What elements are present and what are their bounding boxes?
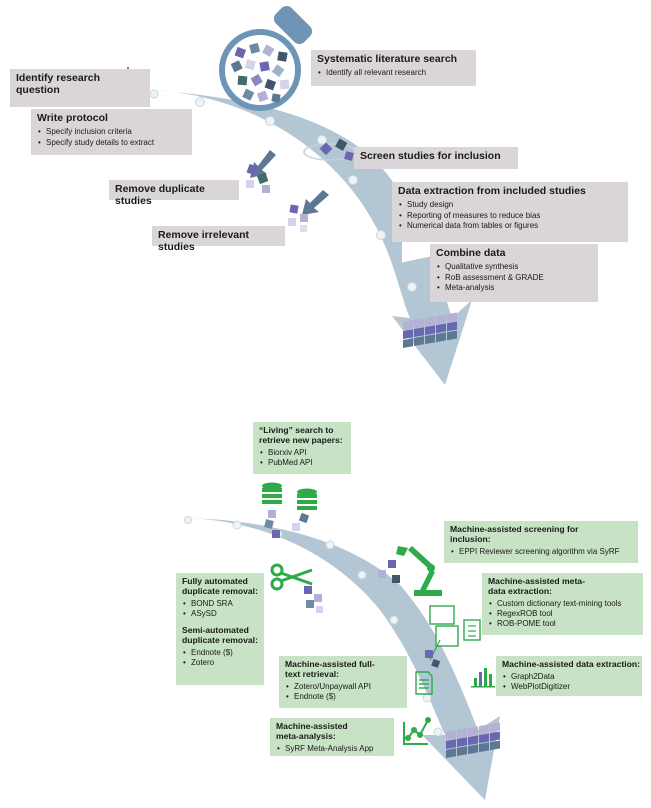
- document-icon: [415, 671, 433, 695]
- machine-screening-box: Machine-assisted screening for inclusion…: [444, 521, 638, 563]
- list-item: Specify study details to extract: [37, 138, 186, 149]
- top-grid-cells: [403, 312, 457, 348]
- list-item: Zotero/Unpaywall API: [285, 682, 401, 692]
- list-item: RegexROB tool: [488, 609, 637, 619]
- metadata-doc-icons: [429, 605, 481, 647]
- literature-search-box: Systematic literature search Identify al…: [311, 50, 476, 86]
- data-extraction-list: Study design Reporting of measures to re…: [398, 200, 622, 232]
- metadata-extraction-title: Machine-assisted meta-data extraction:: [488, 576, 585, 596]
- list-item: SyRF Meta-Analysis App: [276, 744, 388, 754]
- data-extraction-ml-title: Machine-assisted data extraction:: [502, 659, 641, 669]
- remove-irrelevant-title: Remove irrelevant studies: [158, 229, 250, 253]
- dedup-auto-list: BOND SRA ASySD: [182, 599, 258, 619]
- trend-chart-icon: [403, 717, 431, 745]
- machine-screening-list: EPPI Reviewer screening algorithm via Sy…: [450, 547, 632, 557]
- irrelevant-removal-icon: [288, 190, 329, 232]
- list-item: WebPlotDigitizer: [502, 682, 636, 692]
- database-icon: [262, 482, 317, 510]
- data-extraction-title: Data extraction from included studies: [398, 185, 586, 197]
- list-item: ROB-POME tool: [488, 619, 637, 629]
- data-extraction-box: Data extraction from included studies St…: [392, 182, 628, 242]
- magnifier-icon: [219, 5, 313, 111]
- dedup-auto-title: Fully automated duplicate removal:: [182, 576, 258, 596]
- list-item: Qualitative synthesis: [436, 262, 592, 273]
- robotic-arm-icon: [396, 546, 442, 596]
- duplicate-removal-icon: [246, 150, 276, 193]
- list-item: Meta-analysis: [436, 283, 592, 294]
- duplicate-tiles: [304, 586, 323, 613]
- literature-search-list: Identify all relevant research: [317, 68, 470, 79]
- identify-question-box: Identify research question: [10, 69, 150, 107]
- living-search-list: Biorxiv API PubMed API: [259, 448, 345, 468]
- paper-tiles: [230, 42, 290, 103]
- protocol-box: Write protocol Specify inclusion criteri…: [31, 109, 192, 155]
- list-item: Graph2Data: [502, 672, 636, 682]
- data-extraction-ml-list: Graph2Data WebPlotDigitizer: [502, 672, 636, 692]
- list-item: Identify all relevant research: [317, 68, 470, 79]
- list-item: RoB assessment & GRADE: [436, 273, 592, 284]
- identify-question-title: Identify research question: [16, 72, 101, 96]
- combine-data-box: Combine data Qualitative synthesis RoB a…: [430, 244, 598, 302]
- combine-data-list: Qualitative synthesis RoB assessment & G…: [436, 262, 592, 294]
- screening-tiles: [378, 560, 400, 583]
- metadata-extraction-box: Machine-assisted meta-data extraction: C…: [482, 573, 643, 635]
- list-item: Endnote ($): [182, 648, 258, 658]
- top-arrow-nodes: [149, 89, 417, 292]
- fulltext-retrieval-title: Machine-assisted full-text retrieval:: [285, 659, 375, 679]
- protocol-title: Write protocol: [37, 112, 108, 124]
- screen-studies-box: Screen studies for inclusion: [354, 147, 518, 169]
- bottom-workflow-arrow: [185, 518, 500, 800]
- living-search-title: “Living” search to retrieve new papers:: [259, 425, 343, 445]
- list-item: PubMed API: [259, 458, 345, 468]
- meta-analysis-box: Machine-assisted meta-analysis: SyRF Met…: [270, 718, 394, 756]
- metadata-tiles: [425, 650, 441, 668]
- list-item: Study design: [398, 200, 622, 211]
- meta-analysis-list: SyRF Meta-Analysis App: [276, 744, 388, 754]
- list-item: Specify inclusion criteria: [37, 127, 186, 138]
- list-item: BOND SRA: [182, 599, 258, 609]
- fulltext-retrieval-list: Zotero/Unpaywall API Endnote ($): [285, 682, 401, 702]
- list-item: Biorxiv API: [259, 448, 345, 458]
- dedup-box: Fully automated duplicate removal: BOND …: [176, 573, 264, 685]
- metadata-extraction-list: Custom dictionary text-mining tools Rege…: [488, 599, 637, 629]
- scissors-icon: [270, 563, 313, 591]
- list-item: Numerical data from tables or figures: [398, 221, 622, 232]
- list-item: EPPI Reviewer screening algorithm via Sy…: [450, 547, 632, 557]
- fulltext-retrieval-box: Machine-assisted full-text retrieval: Zo…: [279, 656, 407, 708]
- bottom-grid-cells: [446, 722, 500, 758]
- list-item: Reporting of measures to reduce bias: [398, 211, 622, 222]
- dedup-semi-list: Endnote ($) Zotero: [182, 648, 258, 668]
- literature-search-title: Systematic literature search: [317, 53, 458, 65]
- protocol-list: Specify inclusion criteria Specify study…: [37, 127, 186, 148]
- meta-analysis-title: Machine-assisted meta-analysis:: [276, 721, 348, 741]
- living-search-box: “Living” search to retrieve new papers: …: [253, 422, 351, 474]
- list-item: Custom dictionary text-mining tools: [488, 599, 637, 609]
- data-extraction-ml-box: Machine-assisted data extraction: Graph2…: [496, 656, 642, 696]
- remove-duplicates-title: Remove duplicate studies: [115, 183, 205, 207]
- list-item: Zotero: [182, 658, 258, 668]
- list-item: ASySD: [182, 609, 258, 619]
- combine-data-title: Combine data: [436, 247, 506, 259]
- green-bar-chart-icon: [471, 668, 495, 688]
- remove-duplicates-box: Remove duplicate studies: [109, 180, 239, 207]
- remove-irrelevant-box: Remove irrelevant studies: [152, 226, 285, 253]
- machine-screening-title: Machine-assisted screening for inclusion…: [450, 524, 579, 544]
- list-item: Endnote ($): [285, 692, 401, 702]
- new-paper-tiles: [264, 510, 310, 538]
- screen-studies-title: Screen studies for inclusion: [360, 150, 501, 162]
- dedup-semi-title: Semi-automated duplicate removal:: [182, 625, 258, 645]
